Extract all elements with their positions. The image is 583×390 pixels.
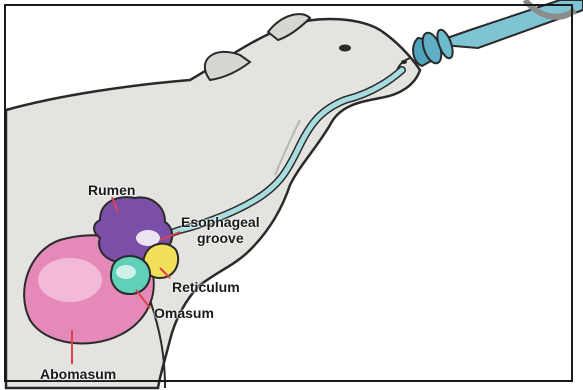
omasum-highlight bbox=[116, 265, 136, 279]
reticulum-label: Reticulum bbox=[172, 279, 240, 295]
abomasum-highlight bbox=[38, 258, 102, 302]
esophageal-groove-label: Esophageal groove bbox=[181, 214, 260, 246]
rumen-label: Rumen bbox=[88, 182, 135, 198]
abomasum-label: Abomasum bbox=[40, 366, 116, 382]
omasum-label: Omasum bbox=[154, 305, 214, 321]
esophageal-groove-label-line1: Esophageal bbox=[181, 214, 260, 230]
feeding-bottle-icon bbox=[397, 0, 583, 75]
calf-eye bbox=[339, 45, 351, 52]
esophageal-groove-label-line2: groove bbox=[181, 230, 260, 246]
